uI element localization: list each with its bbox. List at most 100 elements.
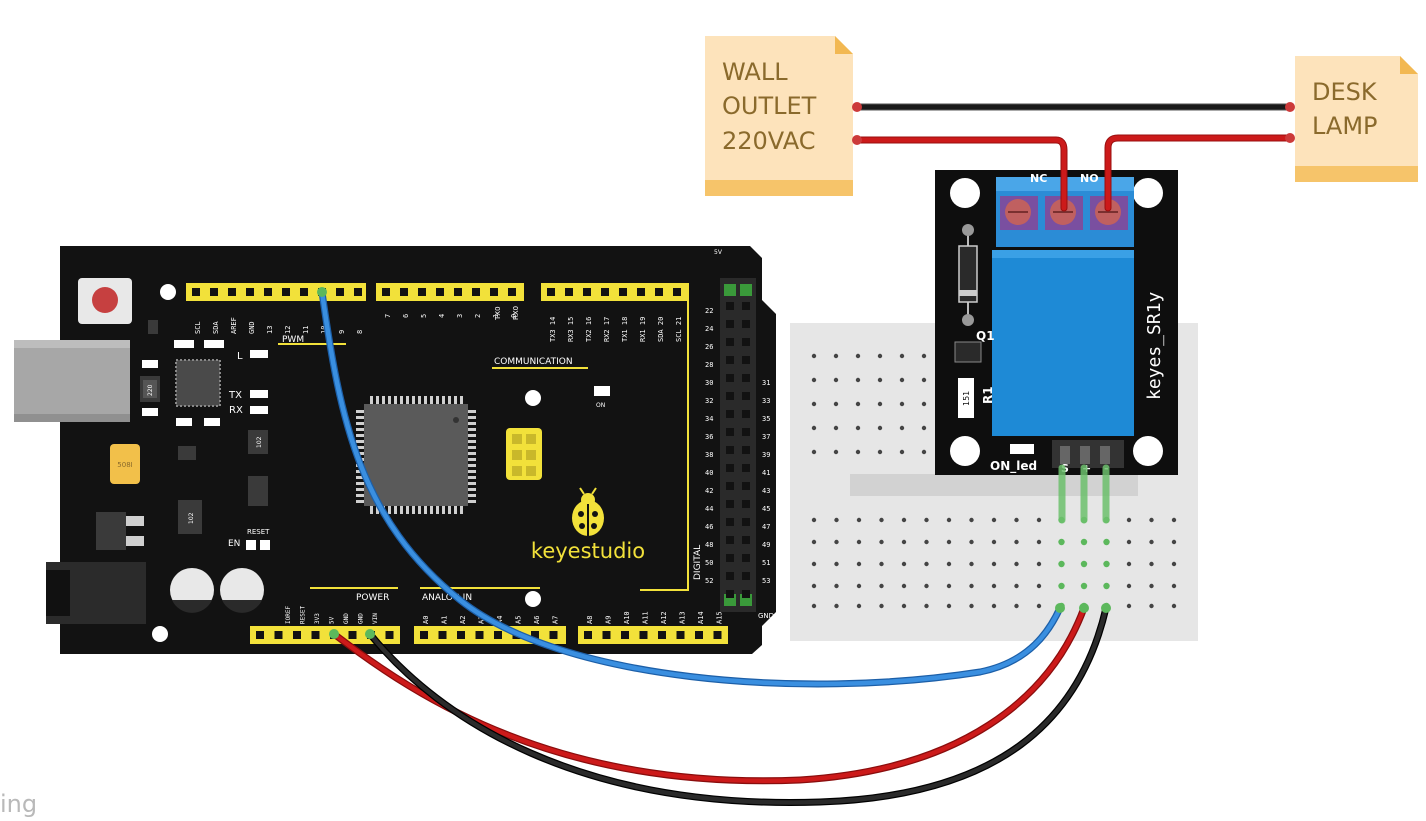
relay-r1-value: 151: [962, 391, 971, 406]
board-brand-label: keyestudio: [531, 539, 645, 563]
top-pin-label: SCL: [194, 321, 202, 334]
rx-label: RX: [229, 405, 243, 416]
analog-pin-label: A10: [623, 611, 631, 624]
power-pin-label: IOREF: [285, 606, 292, 624]
digital-pin-label: 22: [705, 307, 713, 315]
analog-label: ANALOG IN: [422, 593, 472, 603]
fritzing-watermark: ing: [0, 790, 37, 818]
digital-pin-label: 36: [705, 433, 713, 441]
relay-body: [992, 250, 1134, 436]
digital-pin-label: 52: [705, 577, 713, 585]
microcontroller-chip: [364, 404, 468, 506]
on-label: ON: [596, 402, 605, 409]
arduino-mega-board: keyestudio PWM COMMUNICATION L TX RX ON …: [14, 246, 776, 654]
analog-pin-label: A13: [679, 611, 687, 624]
pwm-label: PWM: [282, 335, 304, 345]
top-header-pins: [192, 288, 681, 296]
analog-pin-label: A4: [496, 616, 504, 624]
top-pin-label: RX3 15: [567, 317, 575, 342]
chip-102-label-a: 102: [256, 436, 263, 448]
analog-pin-label: A5: [515, 616, 523, 624]
digital-pin-label: 49: [762, 541, 770, 549]
top-pin-label: SDA 20: [657, 317, 665, 342]
top-pin-label: GND: [248, 321, 256, 334]
note-desk-lamp: DESK LAMP: [1295, 56, 1418, 182]
top-pin-label: 2: [474, 314, 482, 318]
wall-outlet-line-1: WALL: [722, 58, 788, 86]
digital-pin-label: 53: [762, 577, 770, 585]
digital-pin-label: 46: [705, 523, 713, 531]
relay-on-led-label: ON_led: [990, 459, 1037, 474]
top-pin-label: 7: [384, 314, 392, 318]
wall-outlet-line-2: OUTLET: [722, 92, 817, 120]
digital-pin-label: 38: [705, 451, 713, 459]
digital-double-header: [726, 302, 750, 598]
power-pin-label: GND: [343, 613, 350, 624]
top-pin-label: 12: [284, 326, 292, 334]
top-pin-label: 0: [510, 314, 518, 318]
digital-pin-label: 30: [705, 379, 713, 387]
top-pin-label: RX2 17: [603, 317, 611, 342]
power-label: POWER: [356, 593, 389, 603]
analog-pin-label: A7: [552, 616, 560, 624]
relay-q1-label: Q1: [976, 329, 995, 343]
analog-pin-label: A3: [478, 616, 486, 624]
digital-pin-label: 45: [762, 505, 770, 513]
analog-pin-label: A12: [660, 611, 668, 624]
en-label: EN: [228, 539, 240, 549]
top-pin-label: 11: [302, 326, 310, 334]
relay-no-label: NO: [1080, 172, 1099, 185]
power-pin-label: GND: [358, 613, 365, 624]
power-pin-label: 5V: [329, 616, 336, 624]
5v-label: 5V: [714, 249, 723, 256]
analog-pin-label: A8: [586, 616, 594, 624]
power-pin-label: VIN: [372, 613, 379, 624]
relay-signal-jumpers: [1058, 464, 1110, 524]
top-pin-label: 3: [456, 314, 464, 318]
top-pin-label: 4: [438, 314, 446, 318]
chip-220-label: 220: [147, 384, 154, 396]
digital-pin-label: 41: [762, 469, 770, 477]
top-pin-label: TX1 18: [621, 317, 629, 342]
reset-label: RESET: [247, 528, 270, 536]
crystal-label: 508I: [117, 461, 132, 469]
wires: [317, 102, 1295, 806]
analog-pin-label: A14: [697, 611, 705, 624]
analog-pin-label: A1: [441, 616, 449, 624]
top-pin-label: RX1 19: [639, 317, 647, 342]
desk-lamp-line-2: LAMP: [1312, 112, 1378, 140]
digital-pin-label: 37: [762, 433, 770, 441]
digital-pin-label: 50: [705, 559, 713, 567]
top-pin-label: 10: [320, 326, 328, 334]
tx-label: TX: [228, 390, 242, 401]
relay-nc-label: NC: [1030, 172, 1047, 185]
analog-pin-label: A0: [422, 616, 430, 624]
digital-pin-label: 34: [705, 415, 713, 423]
top-pin-label: 13: [266, 326, 274, 334]
power-pin-label: RESET: [300, 606, 307, 624]
tx0-label: TX0: [494, 306, 502, 321]
note-wall-outlet: WALL OUTLET 220VAC: [705, 36, 853, 196]
digital-label: DIGITAL: [693, 545, 703, 580]
led-l-label: L: [237, 351, 243, 362]
relay-r1-label: R1: [981, 386, 995, 404]
top-pin-label: 1: [492, 314, 500, 318]
digital-pin-label: 32: [705, 397, 713, 405]
usb-connector: [14, 340, 130, 422]
top-pin-label: 8: [356, 330, 364, 334]
communication-label: COMMUNICATION: [494, 357, 573, 367]
rx0-label: RX0: [512, 306, 520, 320]
digital-pin-label: 31: [762, 379, 770, 387]
top-pin-label: TX3 14: [549, 317, 557, 342]
wall-outlet-line-3: 220VAC: [722, 127, 815, 155]
digital-pin-label: 26: [705, 343, 713, 351]
power-pin-label: 3V3: [314, 613, 321, 624]
bottom-header-pins: [256, 631, 722, 639]
relay-module-name: keyes_SR1y: [1144, 291, 1165, 400]
top-pin-label: TX2 16: [585, 317, 593, 342]
digital-pin-label: 48: [705, 541, 713, 549]
desk-lamp-line-1: DESK: [1312, 78, 1378, 106]
top-pin-label: 6: [402, 314, 410, 318]
